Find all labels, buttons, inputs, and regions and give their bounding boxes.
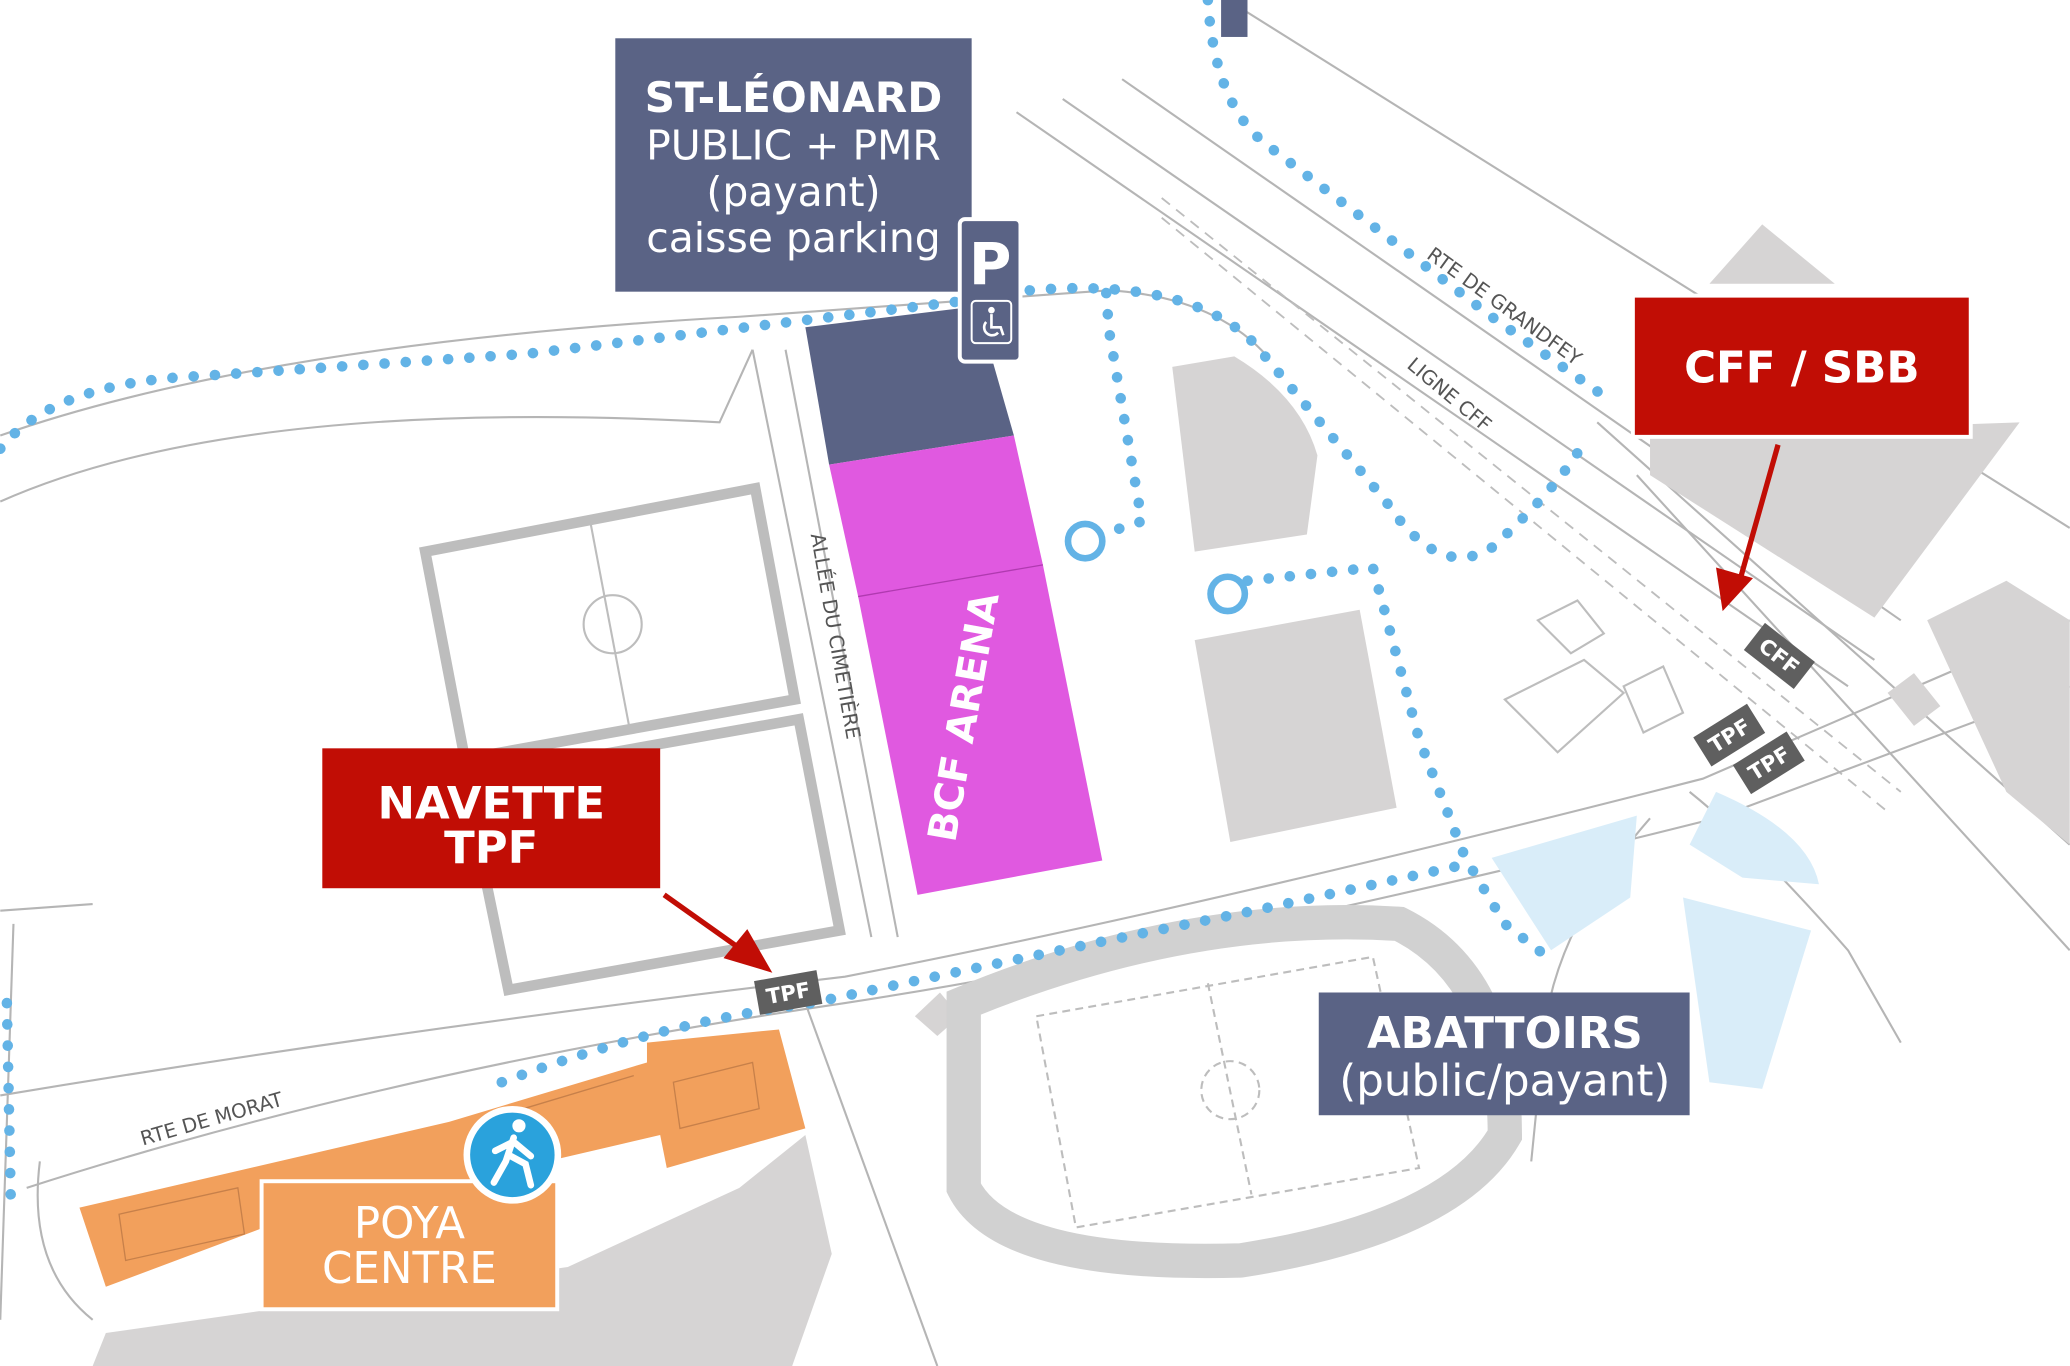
navette-line2: TPF — [444, 821, 538, 874]
abattoirs-title: ABATTOIRS — [1367, 1009, 1643, 1059]
buildings — [92, 224, 2070, 1366]
wheelchair-icon — [970, 299, 1013, 345]
poya-line2: CENTRE — [322, 1244, 497, 1294]
road-label-grandfey: RTE DE GRANDFEY — [1423, 243, 1587, 371]
walking-routes — [0, 0, 1610, 1207]
cff-sbb-label[interactable]: CFF / SBB — [1630, 293, 1973, 439]
parking-entrance — [1221, 0, 1248, 37]
poya-centre-label[interactable]: POYA CENTRE — [259, 1179, 560, 1312]
parking-letter: P — [969, 230, 1012, 298]
pedestrian-icon — [463, 1105, 562, 1204]
pond — [1683, 897, 1812, 1089]
poya-line1: POYA — [354, 1199, 465, 1249]
st-leonard-line3: caisse parking — [646, 214, 941, 262]
st-leonard-line2: (payant) — [706, 168, 880, 216]
pond — [1689, 791, 1819, 885]
navette-line1: NAVETTE — [378, 776, 605, 829]
cff-sbb-text: CFF / SBB — [1684, 344, 1919, 394]
st-leonard-line1: PUBLIC + PMR — [646, 122, 941, 170]
st-leonard-title: ST-LÉONARD — [645, 72, 943, 122]
st-leonard-parking-label[interactable]: ST-LÉONARD PUBLIC + PMR (payant) caisse … — [615, 38, 972, 292]
bcf-arena: BCF ARENA — [805, 306, 1103, 895]
abattoirs-subtitle: (public/payant) — [1339, 1056, 1670, 1106]
arrow-cff — [1716, 444, 1781, 612]
parking-sign: P — [957, 217, 1023, 364]
navette-tpf-label[interactable]: NAVETTE TPF — [322, 748, 661, 889]
pond — [1491, 815, 1637, 951]
route-node-icon — [1064, 520, 1106, 562]
abattoirs-parking-label[interactable]: ABATTOIRS (public/payant) — [1318, 992, 1690, 1116]
route-node-icon — [1207, 573, 1249, 615]
tpf-stop-main[interactable]: TPF — [754, 970, 823, 1015]
